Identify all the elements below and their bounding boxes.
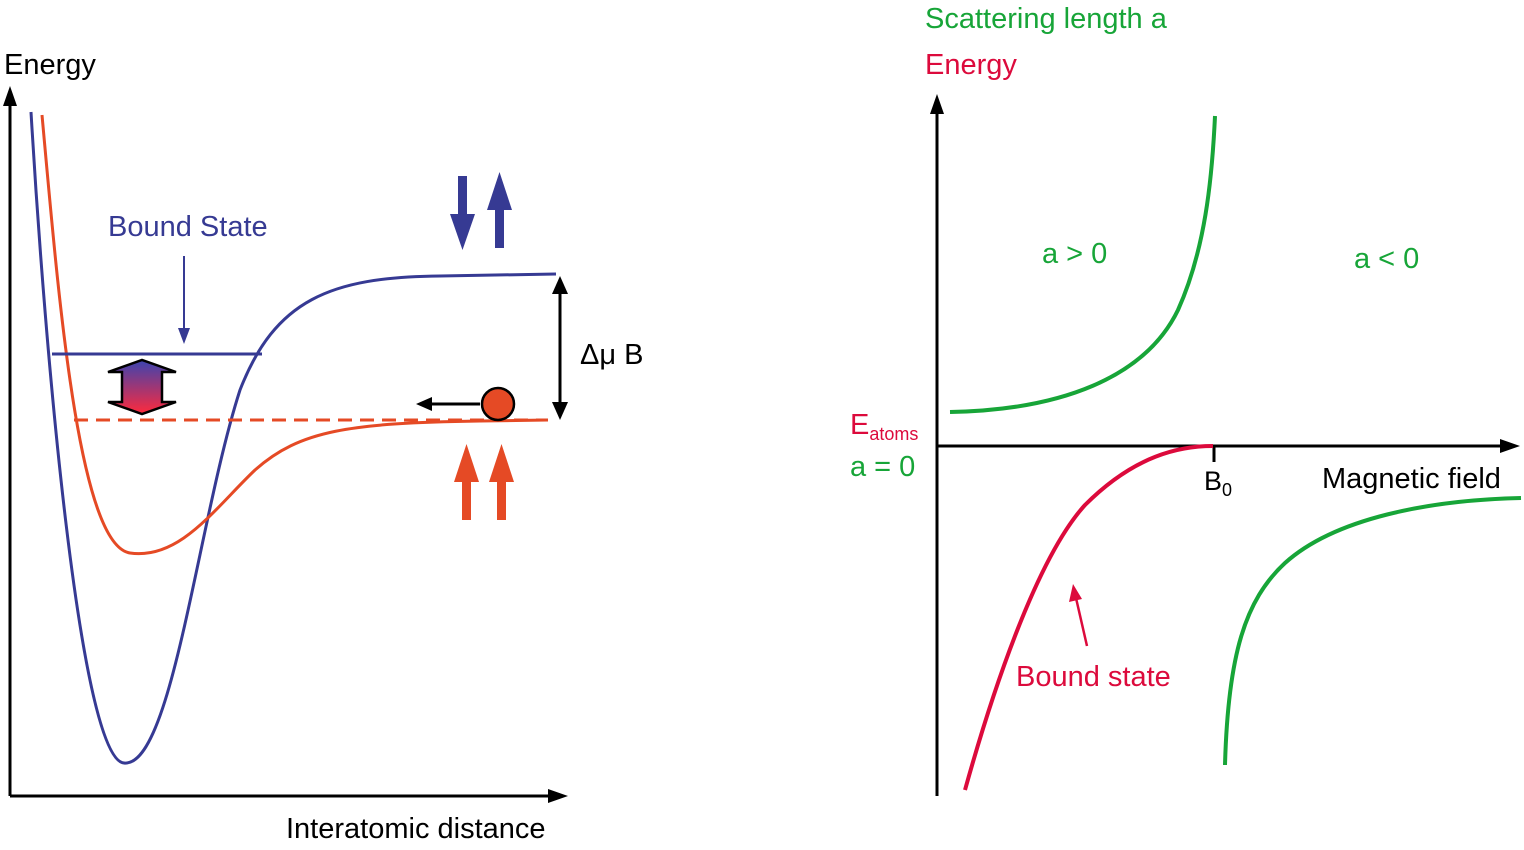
- atom-icon: [480, 386, 516, 422]
- delta-mu-b-bottom-arrowhead: [552, 402, 568, 420]
- orange-spin-arrows-icon: [454, 444, 514, 520]
- left-x-axis-label: Interatomic distance: [286, 813, 546, 845]
- right-x-axis-arrowhead: [1500, 439, 1520, 453]
- bound-state-curve: [963, 444, 1214, 791]
- left-y-axis-label: Energy: [4, 49, 96, 81]
- bound-state-pointer-right: [1074, 597, 1089, 647]
- right-y-axis-arrowhead: [930, 94, 944, 114]
- bound-state-label: Bound State: [108, 211, 268, 243]
- delta-mu-b-top-arrowhead: [552, 276, 568, 294]
- left-x-axis-arrowhead: [548, 789, 568, 803]
- a-zero-label: a = 0: [850, 451, 915, 483]
- delta-mu-b-label: Δμ B: [580, 339, 643, 371]
- blue-potential-curve: [29, 111, 557, 765]
- a-negative-label: a < 0: [1354, 243, 1419, 275]
- scattering-length-branch-left: [949, 115, 1217, 414]
- bound-state-label-right: Bound state: [1016, 661, 1171, 693]
- bound-state-pointer-right-head-icon: [1069, 584, 1082, 602]
- orange-potential-curve: [40, 114, 549, 556]
- left-panel: Energy Interatomic distance Bound State …: [3, 49, 643, 845]
- scattering-length-branch-right: [1223, 496, 1522, 766]
- bound-state-pointer-head-icon: [178, 328, 190, 344]
- e-atoms-label: Eatoms: [850, 409, 918, 444]
- a-positive-label: a > 0: [1042, 238, 1107, 270]
- atom-motion-arrowhead-icon: [416, 397, 432, 411]
- coupling-double-arrow-icon: [107, 358, 177, 416]
- b0-label: B0: [1204, 466, 1232, 500]
- blue-spin-arrows-icon: [450, 172, 512, 250]
- left-y-axis-arrowhead: [3, 86, 17, 106]
- magnetic-field-label: Magnetic field: [1322, 463, 1501, 495]
- scattering-length-label: Scattering length a: [925, 3, 1168, 35]
- energy-label-right: Energy: [925, 49, 1017, 81]
- right-panel: B0 Scattering length a Energy Magnetic f…: [850, 3, 1522, 796]
